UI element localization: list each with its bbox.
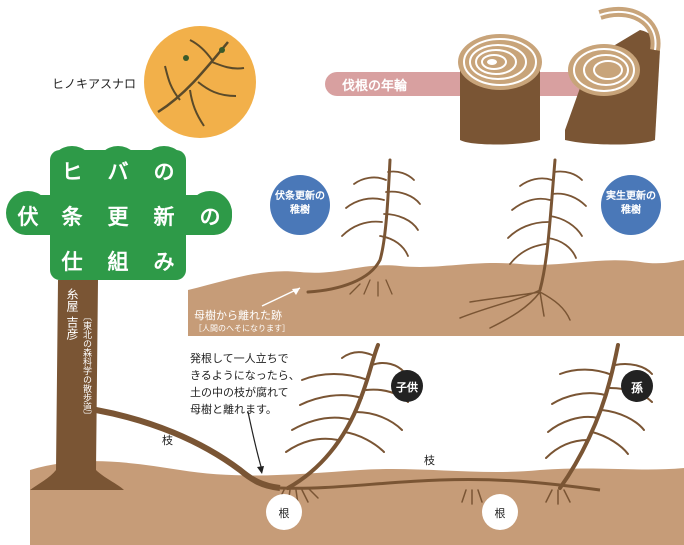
root-label-2: 根 bbox=[494, 507, 506, 520]
layering-seedling bbox=[306, 158, 421, 297]
trace-label: 母樹から離れた跡 bbox=[194, 309, 282, 322]
title-char-mi: み bbox=[153, 250, 175, 274]
buried-branch bbox=[95, 407, 281, 491]
title-char-ba: バ bbox=[107, 160, 129, 184]
title-char-kumi: 組 bbox=[107, 250, 129, 274]
description-arrow bbox=[247, 411, 263, 471]
layering-badge bbox=[270, 175, 330, 235]
title-char-shin: 新 bbox=[153, 205, 175, 229]
upper-soil bbox=[188, 260, 684, 336]
species-label: ヒノキアスナロ bbox=[52, 77, 137, 91]
root-label-1: 根 bbox=[278, 507, 290, 520]
grandchild-tree bbox=[461, 343, 653, 505]
seedling-label: 実生更新の 稚樹 bbox=[606, 191, 656, 216]
stump-1 bbox=[458, 34, 542, 145]
grandchild-badge bbox=[621, 370, 653, 402]
layering-label: 伏条更新の 稚樹 bbox=[275, 191, 325, 216]
species-illustration bbox=[144, 26, 256, 138]
stump-2 bbox=[565, 6, 661, 145]
root-badge-1 bbox=[266, 494, 302, 530]
author-name: 糸屋 吉彦 bbox=[65, 288, 79, 340]
title-char-no-1: の bbox=[153, 160, 175, 184]
seed-seedling bbox=[459, 158, 587, 329]
title-char-hi: ヒ bbox=[61, 160, 83, 184]
author-affiliation: 〔東北の森科学の散歩道〕 bbox=[81, 312, 91, 420]
title-char-jou: 条 bbox=[61, 205, 83, 229]
branch-label-2: 枝 bbox=[424, 454, 435, 467]
title-char-fuku: 伏 bbox=[17, 205, 39, 229]
title-char-no-2: の bbox=[199, 205, 221, 229]
root-badge-2 bbox=[482, 494, 518, 530]
child-badge bbox=[391, 370, 423, 402]
title-char-shi: 仕 bbox=[61, 250, 83, 274]
mother-tree-trunk bbox=[30, 280, 124, 490]
branch-label-1: 枝 bbox=[162, 434, 173, 447]
child-label: 子供 bbox=[396, 381, 418, 394]
grandchild-label: 孫 bbox=[630, 381, 643, 395]
trace-note: ［人間のへそになります］ bbox=[194, 324, 290, 333]
title-char-kou: 更 bbox=[107, 205, 129, 229]
description-text: 発根して一人立ちで きるようになったら、 土の中の枝が腐れて 母樹と離れます。 bbox=[190, 352, 300, 416]
rings-label: 伐根の年輪 bbox=[342, 79, 408, 94]
lower-soil bbox=[30, 461, 684, 545]
seedling-badge bbox=[601, 175, 661, 235]
title-blobs bbox=[6, 146, 232, 280]
